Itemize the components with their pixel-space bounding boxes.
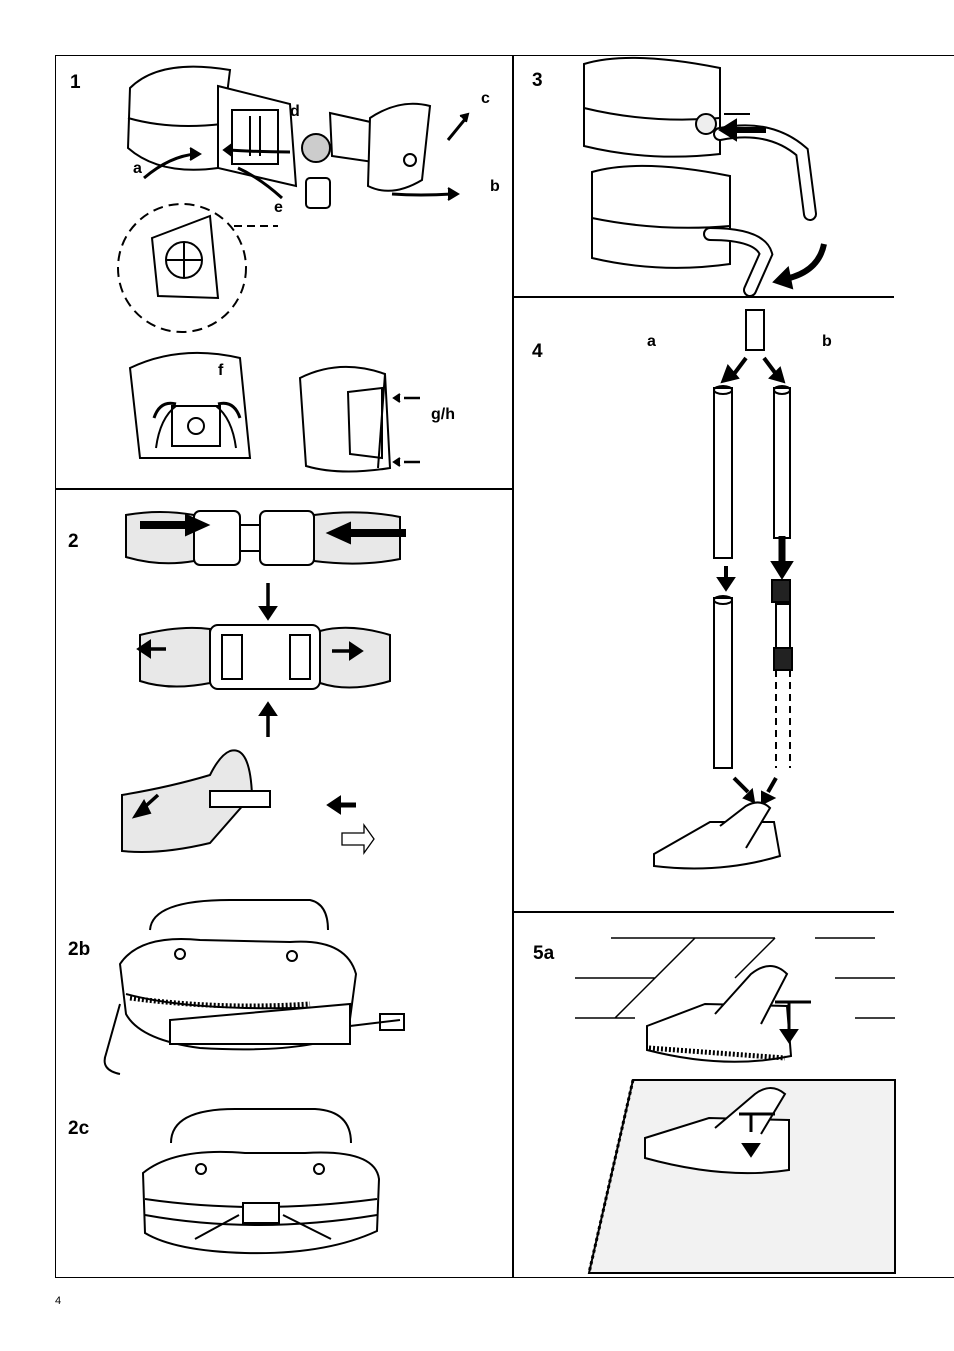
divider-3-4	[513, 296, 894, 298]
panel-2c-number: 2c	[68, 1118, 89, 1140]
panel-2-illustration	[110, 495, 410, 865]
panel-5a-illustration	[575, 918, 895, 1273]
panel-4-label-b: b	[822, 333, 832, 351]
page-number: 4	[55, 1295, 61, 1307]
panel-3-number: 3	[532, 70, 543, 92]
panel-1-illustration	[100, 58, 510, 483]
divider-4-5a	[513, 911, 894, 913]
panel-2-number: 2	[68, 531, 79, 553]
column-divider	[512, 55, 514, 1278]
panel-2c-illustration	[135, 1103, 390, 1263]
panel-3-illustration	[570, 54, 870, 294]
panel-4-number: 4	[532, 341, 543, 363]
panel-2b-number: 2b	[68, 939, 90, 961]
panel-1-number: 1	[70, 72, 81, 94]
panel-4-illustration	[650, 308, 800, 878]
panel-2b-illustration	[100, 894, 440, 1084]
panel-5a-number: 5a	[533, 943, 554, 965]
divider-1-2	[55, 488, 513, 490]
